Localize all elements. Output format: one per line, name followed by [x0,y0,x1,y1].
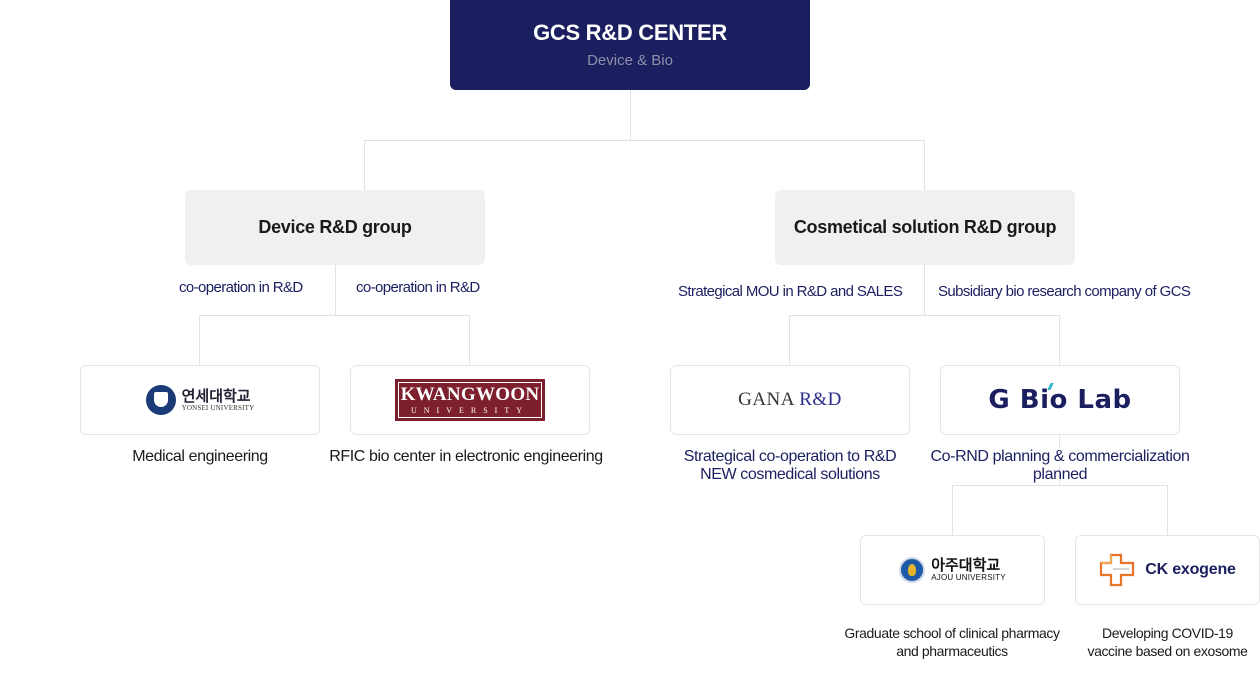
connector [364,140,365,190]
logo-text-sub: UNIVERSITY [411,406,529,415]
description-line: vaccine based on exosome [1087,643,1248,659]
logo-text: CK exogene [1145,561,1236,578]
connector [924,265,925,315]
description-line: Graduate school of clinical pharmacy [844,625,1060,641]
ck-exogene-logo: CK exogene [1099,553,1236,587]
relation-label: co-operation in R&D [356,279,480,296]
partner-card-ajou: 아주대학교 AJOU UNIVERSITY [860,535,1045,605]
description-line: NEW cosmedical solutions [700,466,880,483]
description-line: and pharmaceutics [896,643,1008,659]
connector [199,315,200,365]
connector [469,315,470,365]
connector [789,315,1060,316]
connector [952,485,953,535]
root-subtitle: Device & Bio [587,52,673,69]
logo-text-en: AJOU UNIVERSITY [931,573,1006,582]
root-node: GCS R&D CENTER Device & Bio [450,0,810,90]
description-line: Strategical co-operation to R&D [683,448,897,465]
connector [952,485,1168,486]
connector [924,140,925,190]
connector [1167,485,1168,535]
logo-text-kr: 연세대학교 [181,386,251,405]
relation-label: co-operation in R&D [179,279,303,296]
partner-description: Co-RND planning & commercialization plan… [900,448,1220,484]
relation-label: Strategical MOU in R&D and SALES [678,283,903,300]
description-line: planned [1032,466,1088,483]
partner-description: Medical engineering [132,448,268,465]
connector [630,90,631,140]
connector [789,315,790,365]
cosmetical-group-node: Cosmetical solution R&D group [775,190,1075,265]
description-line: Developing COVID-19 [1102,625,1233,641]
logo-text-accent: R&D [799,389,842,410]
yonsei-seal-icon [145,385,176,415]
group-label: Cosmetical solution R&D group [793,217,1057,237]
connector [364,140,925,141]
logo-text-kr: 아주대학교 [931,556,1001,574]
logo-text-main: KWANGWOON [400,384,540,405]
ajou-university-logo: 아주대학교 AJOU UNIVERSITY [899,557,1006,583]
logo-text: G Bio Lab [988,385,1132,415]
description-line: Co-RND planning & commercialization [930,448,1190,466]
root-title: GCS R&D CENTER [533,20,727,45]
partner-description: Strategical co-operation to R&D NEW cosm… [640,448,940,484]
relation-label: Subsidiary bio research company of GCS [938,283,1191,300]
partner-description: Developing COVID-19 vaccine based on exo… [1070,624,1260,660]
connector [1059,315,1060,365]
partner-description: RFIC bio center in electronic engineerin… [329,448,603,465]
partner-card-ckexogene: CK exogene [1075,535,1260,605]
ajou-seal-icon [899,557,926,583]
partner-description: Graduate school of clinical pharmacy and… [822,624,1082,660]
ck-cross-icon [1100,553,1135,587]
logo-text-en: YONSEI UNIVERSITY [181,403,255,412]
partner-card-gana: GANA R&D [670,365,910,435]
connector [335,265,336,315]
gana-rd-logo: GANA R&D [738,389,842,411]
connector [199,315,470,316]
yonsei-university-logo: 연세대학교 YONSEI UNIVERSITY [145,385,255,415]
device-group-node: Device R&D group [185,190,485,265]
partner-card-yonsei: 연세대학교 YONSEI UNIVERSITY [80,365,320,435]
logo-text-main: GANA [738,389,794,410]
g-bio-lab-logo: G Bio Lab [988,383,1132,415]
kwangwoon-university-logo: KWANGWOON UNIVERSITY [395,379,545,421]
group-label: Device R&D group [258,217,412,237]
partner-card-kwangwoon: KWANGWOON UNIVERSITY [350,365,590,435]
partner-card-gbiolab: G Bio Lab [940,365,1180,435]
